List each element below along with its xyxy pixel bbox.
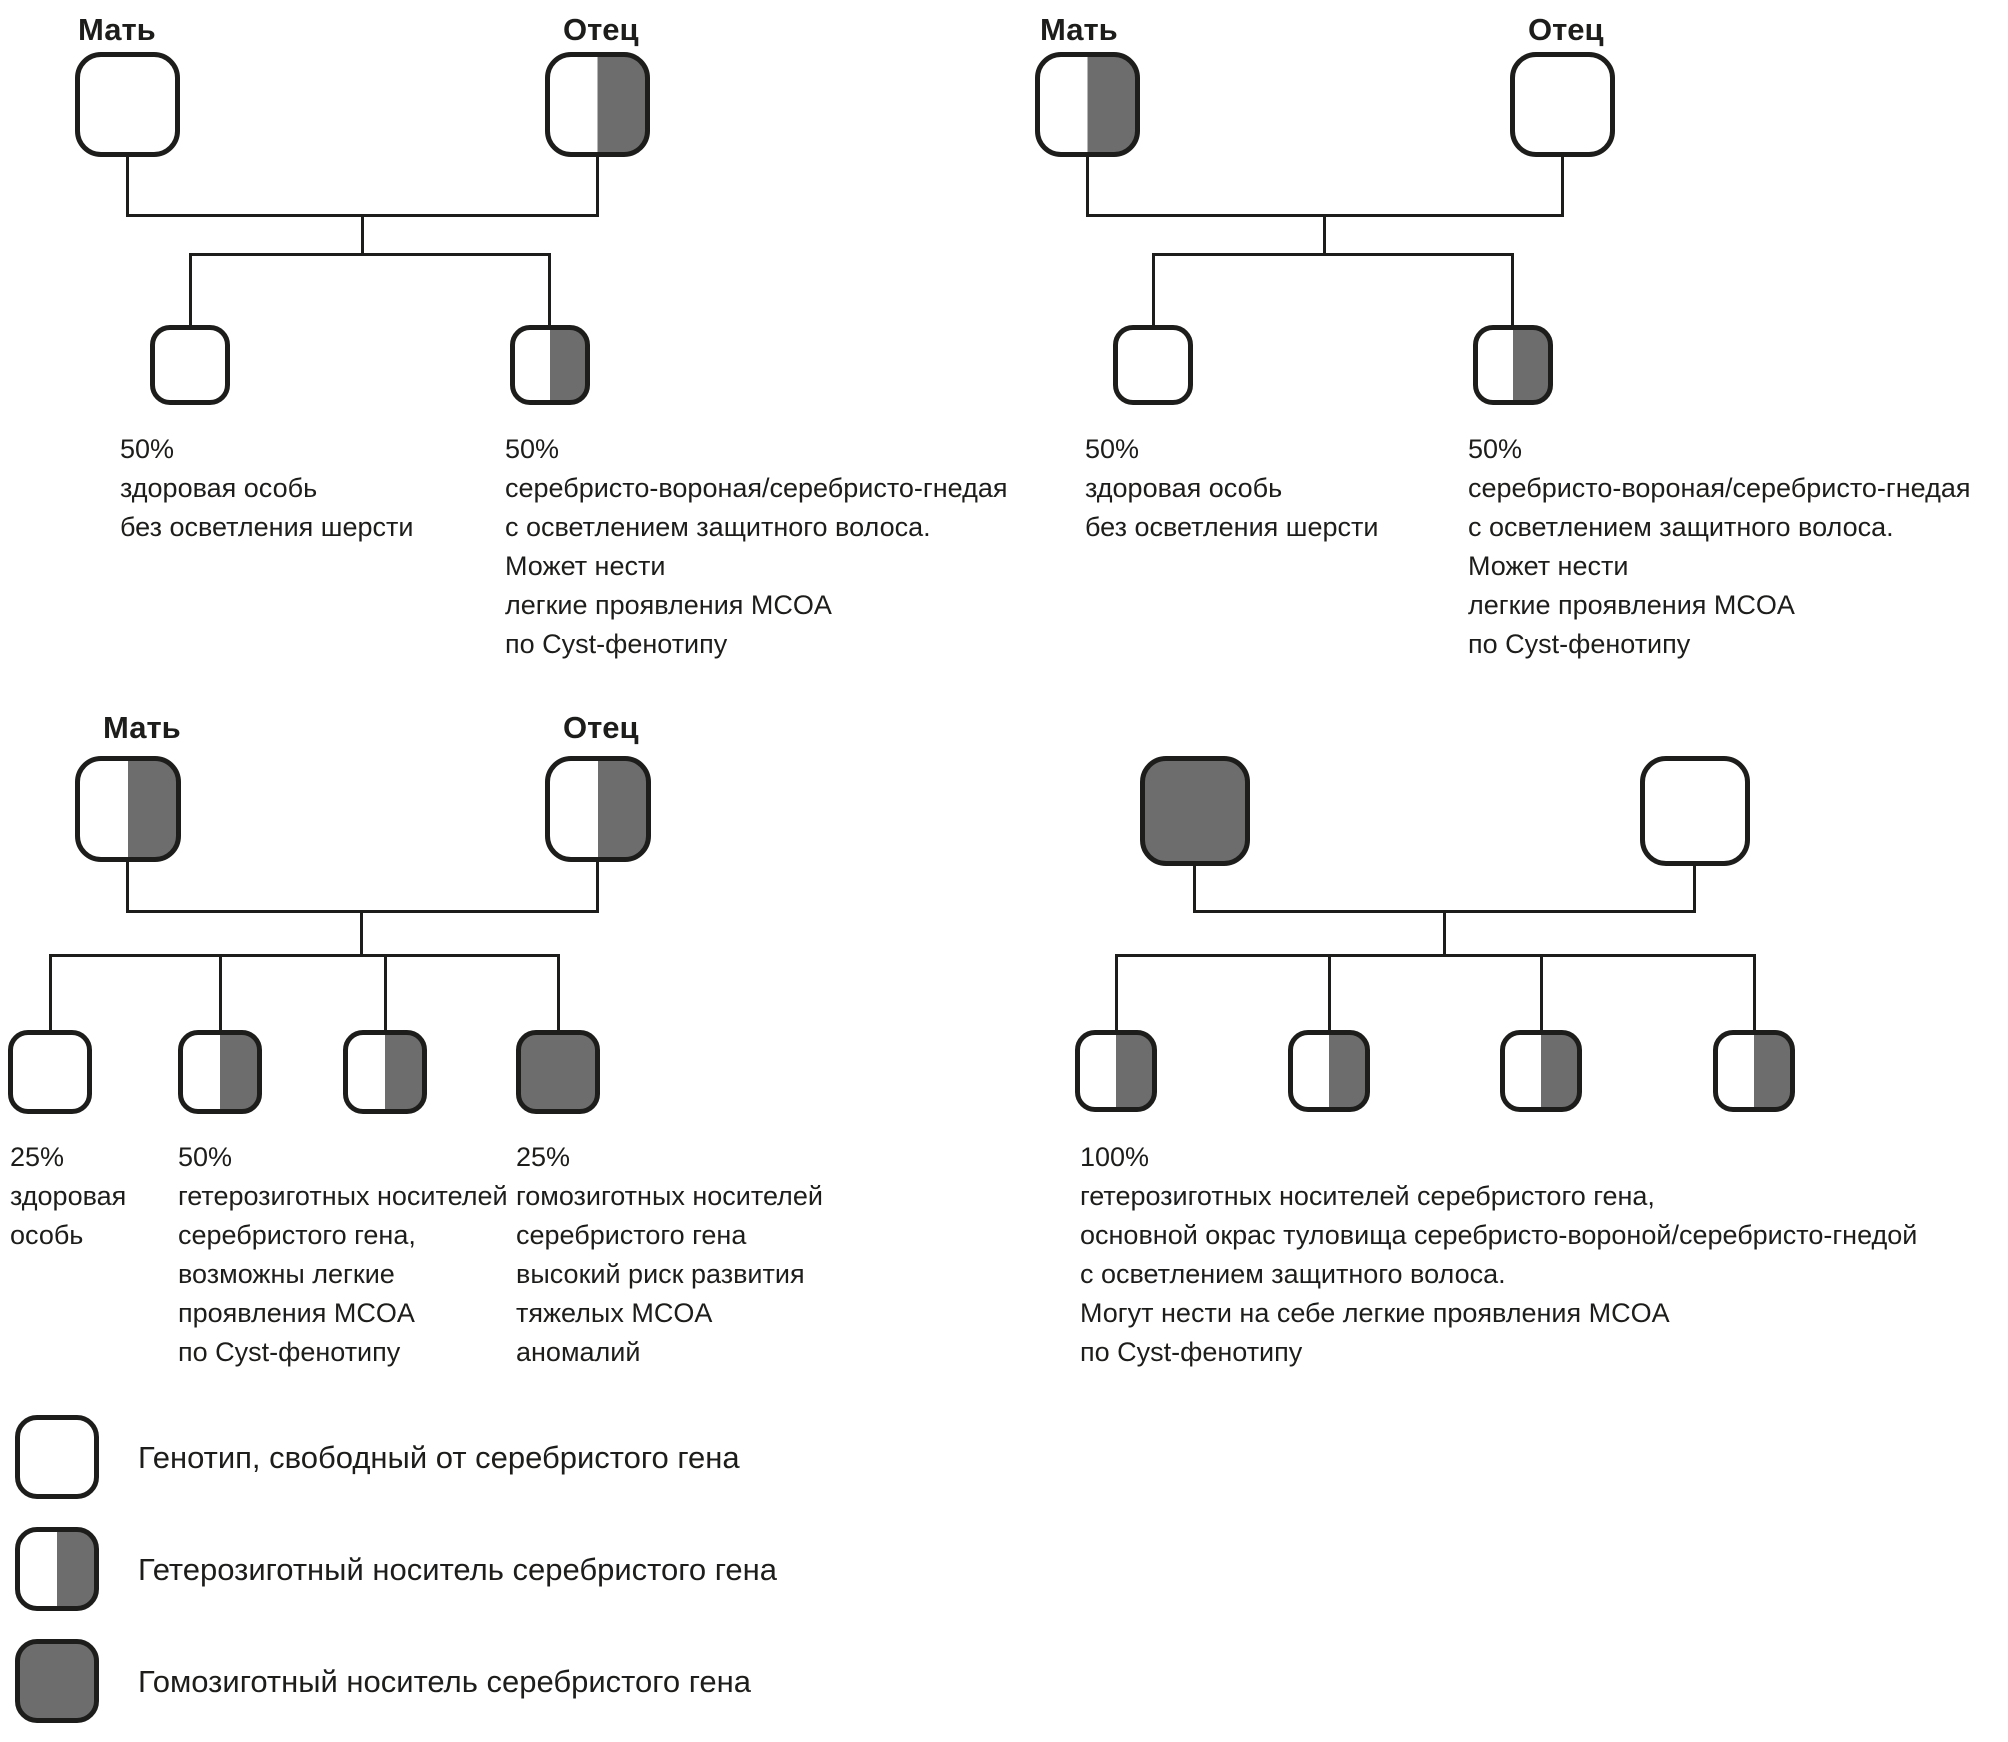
connector-line bbox=[49, 954, 52, 1032]
connector-line bbox=[126, 862, 129, 912]
connector-line bbox=[1115, 954, 1118, 1032]
offspring-description: гомозиготных носителей серебристого гена… bbox=[516, 1181, 823, 1367]
legend-swatch bbox=[15, 1415, 99, 1499]
connector-line bbox=[189, 253, 192, 325]
offspring-description: серебристо-вороная/серебристо-гнедая с о… bbox=[1468, 473, 1971, 659]
father-label: Отец bbox=[563, 12, 639, 47]
connector-line bbox=[1693, 864, 1696, 912]
offspring-text: 25% здоровая особь bbox=[10, 1138, 126, 1255]
father-square bbox=[1640, 756, 1750, 866]
offspring-square bbox=[510, 325, 590, 405]
mother-square bbox=[75, 52, 180, 157]
father-label: Отец bbox=[1528, 12, 1604, 47]
offspring-text: 50% серебристо-вороная/серебристо-гнедая… bbox=[1468, 430, 1970, 664]
connector-line bbox=[596, 157, 599, 217]
legend-label: Гомозиготный носитель серебристого гена bbox=[138, 1664, 751, 1699]
offspring-text: 100% гетерозиготных носителей серебристо… bbox=[1080, 1138, 1917, 1372]
offspring-square bbox=[343, 1030, 427, 1114]
mother-square bbox=[1140, 756, 1250, 866]
offspring-text: 50% здоровая особь без осветления шерсти bbox=[1085, 430, 1378, 547]
offspring-square bbox=[178, 1030, 262, 1114]
offspring-square bbox=[1075, 1030, 1157, 1112]
father-label: Отец bbox=[563, 710, 639, 745]
mother-label: Мать bbox=[1040, 12, 1118, 47]
offspring-description: серебристо-вороная/серебристо-гнедая с о… bbox=[505, 473, 1008, 659]
percent-label: 25% bbox=[516, 1142, 571, 1172]
connector-line bbox=[1115, 954, 1755, 957]
connector-line bbox=[1193, 864, 1196, 912]
connector-line bbox=[1086, 157, 1089, 217]
connector-line bbox=[1561, 157, 1564, 217]
percent-label: 100% bbox=[1080, 1142, 1150, 1172]
mother-square bbox=[75, 756, 181, 862]
offspring-square bbox=[1713, 1030, 1795, 1112]
connector-line bbox=[1443, 910, 1446, 956]
offspring-text: 50% здоровая особь без осветления шерсти bbox=[120, 430, 413, 547]
mother-label: Мать bbox=[103, 710, 181, 745]
offspring-description: гетерозиготных носителей серебристого ге… bbox=[1080, 1181, 1918, 1367]
offspring-square bbox=[150, 325, 230, 405]
percent-label: 50% bbox=[1085, 434, 1140, 464]
percent-label: 50% bbox=[1468, 434, 1523, 464]
percent-label: 25% bbox=[10, 1142, 65, 1172]
connector-line bbox=[1753, 954, 1756, 1032]
connector-line bbox=[1511, 253, 1514, 325]
father-square bbox=[545, 756, 651, 862]
offspring-square bbox=[516, 1030, 600, 1114]
father-square bbox=[545, 52, 650, 157]
connector-line bbox=[219, 954, 222, 1032]
connector-line bbox=[189, 253, 551, 256]
offspring-square bbox=[8, 1030, 92, 1114]
offspring-text: 25% гомозиготных носителей серебристого … bbox=[516, 1138, 823, 1372]
offspring-description: здоровая особь bbox=[10, 1181, 127, 1250]
offspring-text: 50% серебристо-вороная/серебристо-гнедая… bbox=[505, 430, 1007, 664]
offspring-description: гетерозиготных носителей серебристого ге… bbox=[178, 1181, 508, 1367]
connector-line bbox=[548, 253, 551, 325]
connector-line bbox=[1152, 253, 1514, 256]
offspring-square bbox=[1500, 1030, 1582, 1112]
legend-label: Генотип, свободный от серебристого гена bbox=[138, 1440, 740, 1475]
father-square bbox=[1510, 52, 1615, 157]
connector-line bbox=[1328, 954, 1331, 1032]
mother-square bbox=[1035, 52, 1140, 157]
percent-label: 50% bbox=[505, 434, 560, 464]
percent-label: 50% bbox=[120, 434, 175, 464]
connector-line bbox=[1152, 253, 1155, 325]
legend-label: Гетерозиготный носитель серебристого ген… bbox=[138, 1552, 777, 1587]
offspring-description: здоровая особь без осветления шерсти bbox=[120, 473, 414, 542]
offspring-square bbox=[1473, 325, 1553, 405]
offspring-description: здоровая особь без осветления шерсти bbox=[1085, 473, 1379, 542]
connector-line bbox=[557, 954, 560, 1032]
connector-line bbox=[361, 214, 364, 256]
connector-line bbox=[126, 157, 129, 217]
percent-label: 50% bbox=[178, 1142, 233, 1172]
connector-line bbox=[360, 910, 363, 956]
connector-line bbox=[49, 954, 559, 957]
offspring-text: 50% гетерозиготных носителей серебристог… bbox=[178, 1138, 508, 1372]
connector-line bbox=[384, 954, 387, 1032]
connector-line bbox=[1323, 214, 1326, 256]
legend-swatch bbox=[15, 1639, 99, 1723]
legend-swatch bbox=[15, 1527, 99, 1611]
offspring-square bbox=[1113, 325, 1193, 405]
connector-line bbox=[1540, 954, 1543, 1032]
connector-line bbox=[596, 862, 599, 912]
mother-label: Мать bbox=[78, 12, 156, 47]
offspring-square bbox=[1288, 1030, 1370, 1112]
